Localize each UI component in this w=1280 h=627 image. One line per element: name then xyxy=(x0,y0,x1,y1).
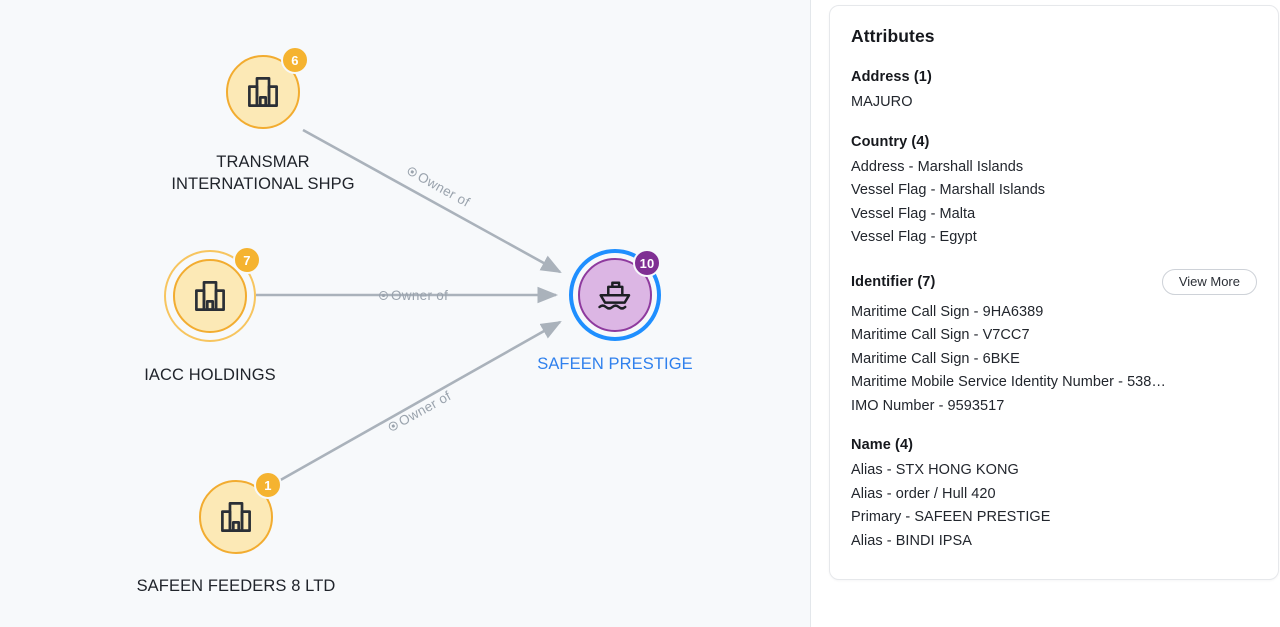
node-selection-ring xyxy=(569,249,661,341)
node-badge-count[interactable]: 6 xyxy=(281,46,309,74)
attribute-group-header-row: Identifier (7) View More xyxy=(851,268,1257,295)
attribute-group-heading: Name (4) xyxy=(851,437,914,453)
attribute-group-heading: Address (1) xyxy=(851,69,932,85)
relationship-dot-icon xyxy=(379,291,388,300)
graph-node-iacc[interactable]: 7 xyxy=(164,246,261,342)
panel-title: Attributes xyxy=(851,26,935,46)
attribute-value: Maritime Call Sign - V7CC7 xyxy=(851,327,1030,343)
attribute-value: Primary - SAFEEN PRESTIGE xyxy=(851,509,1051,525)
attribute-value: Alias - STX HONG KONG xyxy=(851,462,1019,478)
building-icon xyxy=(221,502,251,532)
attribute-group-identifier: Identifier (7) View More Maritime Call S… xyxy=(851,268,1257,419)
attribute-value: IMO Number - 9593517 xyxy=(851,397,1005,414)
attributes-card: Attributes Address (1) MAJURO Country (4… xyxy=(829,5,1279,580)
graph-node-safeen-feeders[interactable]: 1 xyxy=(199,471,282,554)
attribute-value: Maritime Call Sign - 9HA6389 xyxy=(851,303,1044,320)
node-label-safeen-feeders: SAFEEN FEEDERS 8 LTD xyxy=(136,577,336,595)
graph-node-transmar[interactable]: 6 xyxy=(226,46,309,129)
graph-edges xyxy=(256,128,562,484)
edge-label-text: Owner of xyxy=(391,288,449,303)
attribute-value: Vessel Flag - Egypt xyxy=(851,229,977,245)
node-badge-count[interactable]: 10 xyxy=(633,249,661,277)
attribute-value: Vessel Flag - Malta xyxy=(851,205,976,222)
node-badge-count[interactable]: 1 xyxy=(254,471,282,499)
attribute-value: Address - Marshall Islands xyxy=(851,158,1024,175)
attribute-value: Maritime Call Sign - 6BKE xyxy=(851,350,1020,367)
node-label-iacc: IACC HOLDINGS xyxy=(144,366,276,384)
building-icon xyxy=(248,77,278,107)
node-label-safeen-prestige[interactable]: SAFEEN PRESTIGE xyxy=(537,355,693,373)
node-label-transmar: TRANSMAR INTERNATIONAL SHPG xyxy=(171,153,355,193)
attribute-value: MAJURO xyxy=(851,94,913,110)
attribute-group-name: Name (4) Alias - STX HONG KONG Alias - o… xyxy=(851,437,1257,553)
edge-safeenfeeders-to-vessel[interactable] xyxy=(276,320,562,484)
graph-canvas[interactable]: Owner of Owner of Owner of xyxy=(0,0,811,627)
graph-node-safeen-prestige[interactable]: 10 xyxy=(569,249,661,341)
node-disc[interactable] xyxy=(173,259,247,333)
attribute-value: Maritime Mobile Service Identity Number … xyxy=(851,374,1166,390)
edge-transmar-to-vessel[interactable] xyxy=(302,128,562,274)
attribute-group-country: Country (4) Address - Marshall Islands V… xyxy=(851,134,1257,250)
attribute-value: Alias - BINDI IPSA xyxy=(851,532,972,549)
attribute-value: Vessel Flag - Marshall Islands xyxy=(851,182,1046,198)
view-more-button[interactable]: View More xyxy=(1161,268,1257,295)
attribute-group-address: Address (1) MAJURO xyxy=(851,69,1257,115)
building-icon xyxy=(195,281,225,311)
node-badge-count[interactable]: 7 xyxy=(233,246,261,274)
attribute-group-heading: Identifier (7) xyxy=(851,273,936,290)
edge-label-iacc: Owner of xyxy=(379,288,448,303)
attributes-panel-area: Attributes Address (1) MAJURO Country (4… xyxy=(811,0,1280,627)
attribute-value: Alias - order / Hull 420 xyxy=(851,485,996,502)
attribute-group-heading: Country (4) xyxy=(851,133,930,150)
